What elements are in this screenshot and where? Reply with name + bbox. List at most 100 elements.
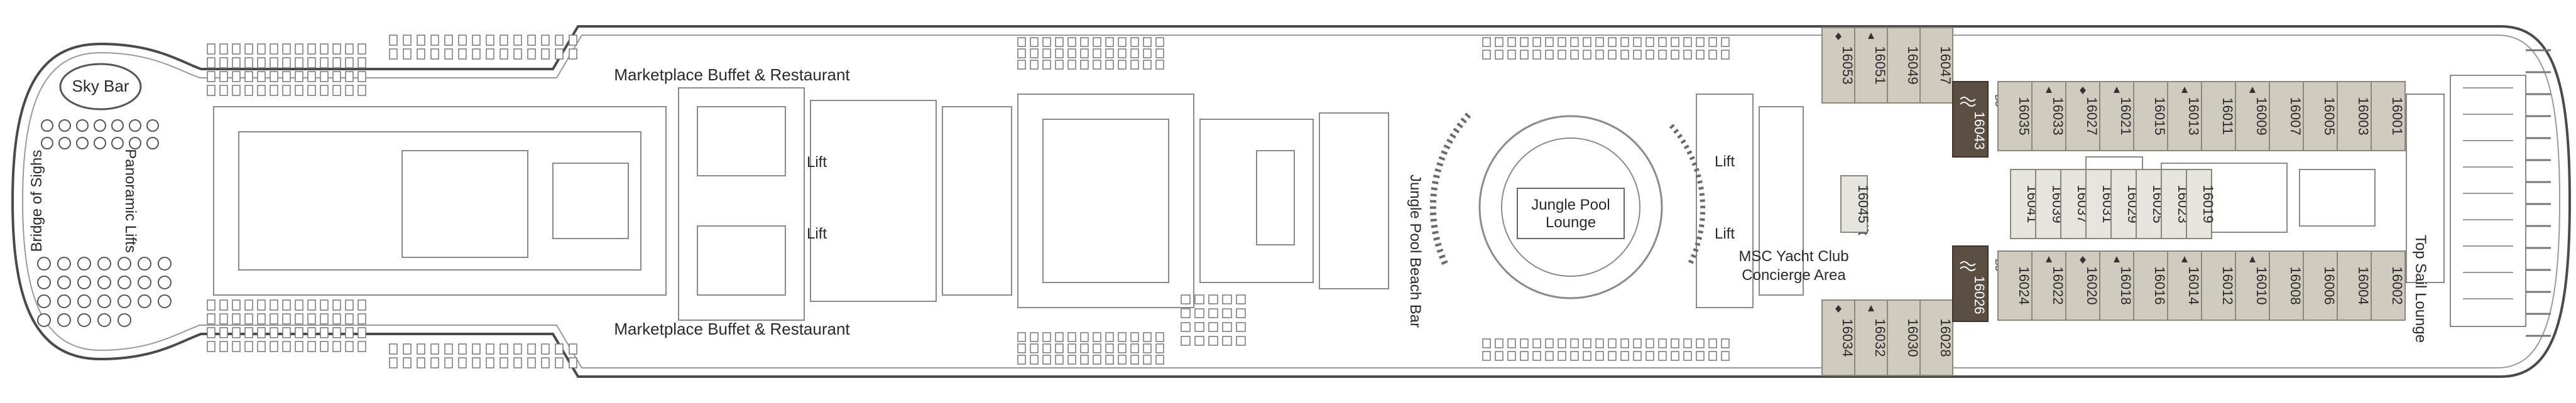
deck-chair: [1080, 48, 1089, 58]
cabin-block[interactable]: 16007: [2269, 81, 2304, 151]
cabin-block[interactable]: 16053: [1821, 27, 1855, 104]
cabin-block[interactable]: 16028: [1919, 299, 1953, 376]
cabin-block[interactable]: 16045: [1840, 175, 1871, 233]
deck-chair: [486, 35, 494, 46]
deck-chair: [232, 43, 241, 55]
cabin-block[interactable]: 16033: [2031, 81, 2066, 151]
deck-chair: [1658, 338, 1667, 348]
deck-chair: [499, 35, 508, 46]
yacht-club-label-1: MSC Yacht Club: [1738, 248, 1848, 265]
cabin-block[interactable]: 16020: [2065, 250, 2100, 321]
deck-chair: [541, 48, 550, 60]
cabin-block[interactable]: 16049: [1887, 27, 1921, 104]
deck-chair: [1194, 308, 1204, 318]
cabin-block[interactable]: 16008: [2269, 250, 2304, 321]
deck-chair: [1155, 355, 1164, 365]
deck-chair: [1507, 351, 1516, 361]
deck-chair: [1696, 37, 1705, 47]
deck-chair: [541, 357, 550, 368]
deck-chair: [1520, 37, 1529, 47]
cabin-block[interactable]: 16027: [2065, 81, 2100, 151]
table-marker: [97, 313, 111, 327]
deck-chair: [282, 327, 291, 338]
cabin-block[interactable]: 16051: [1854, 27, 1888, 104]
cabin-block[interactable]: 16035: [1997, 81, 2033, 151]
deck-chair: [1030, 355, 1039, 365]
deck-chair: [257, 43, 266, 55]
deck-chair: [417, 357, 425, 368]
deck-chair: [1105, 343, 1114, 353]
cabin-number: 16047: [1938, 46, 1953, 84]
deck-chair: [1030, 60, 1039, 70]
table-marker: [117, 313, 131, 327]
deck-chair: [282, 57, 291, 68]
cabin-shape: [2303, 250, 2338, 321]
deck-chair: [332, 57, 341, 68]
deck-chair: [1608, 37, 1617, 47]
deck-chair: [1558, 50, 1566, 60]
deck-chair: [357, 327, 366, 338]
diamond-icon: [1835, 33, 1842, 40]
table-marker: [94, 119, 106, 132]
cabin-block[interactable]: 16006: [2303, 250, 2338, 321]
cabin-number: 16005: [2322, 97, 2337, 135]
cabin-block[interactable]: 16034: [1821, 299, 1855, 376]
deck-chair: [1118, 343, 1127, 353]
cabin-block[interactable]: 16011: [2201, 81, 2236, 151]
cabin-block[interactable]: 16002: [2371, 250, 2406, 321]
cabin-block[interactable]: 16013: [2167, 81, 2202, 151]
cabin-number: 16022: [2050, 266, 2066, 304]
deck-chair: [1671, 351, 1679, 361]
cabin-block[interactable]: 16016: [2133, 250, 2168, 321]
table-marker: [57, 294, 71, 308]
suite-cabin[interactable]: 16043B3: [1952, 81, 2004, 158]
cabin-block[interactable]: 16009: [2235, 81, 2270, 151]
cabin-block[interactable]: 16014: [2167, 250, 2202, 321]
cabin-block[interactable]: 16003: [2337, 81, 2372, 151]
deck-chair: [207, 299, 216, 311]
deck-chair: [555, 357, 564, 368]
deck-chair: [513, 343, 522, 355]
deck-chair: [1093, 355, 1101, 365]
cabin-block[interactable]: 16005: [2303, 81, 2338, 151]
structure-line: [697, 106, 786, 176]
cabin-block[interactable]: 16021: [2099, 81, 2134, 151]
triangle-icon: [2114, 256, 2120, 262]
deck-chair: [1017, 343, 1026, 353]
cabin-block[interactable]: 16015: [2133, 81, 2168, 151]
deck-chair: [1143, 343, 1152, 353]
cabin-shape: [1854, 27, 1888, 104]
deck-chair: [1143, 355, 1152, 365]
deck-chair: [282, 43, 291, 55]
deck-chair: [1080, 343, 1089, 353]
cabin-block[interactable]: 16022: [2031, 250, 2066, 321]
cabin-block[interactable]: 16001: [2371, 81, 2406, 151]
deck-chair: [307, 341, 316, 352]
deck-chair: [332, 341, 341, 352]
cabin-block[interactable]: 16004: [2337, 250, 2372, 321]
cabin-block[interactable]: 16019: [2186, 169, 2216, 239]
lift-label-4: Lift: [1715, 225, 1735, 242]
deck-chair: [1645, 338, 1654, 348]
cabin-block[interactable]: 16030: [1887, 299, 1921, 376]
cabin-block[interactable]: 16039: [2035, 169, 2065, 239]
deck-chair: [499, 357, 508, 368]
deck-chair: [1118, 60, 1127, 70]
deck-chair: [1130, 37, 1139, 47]
deck-chair: [295, 71, 303, 82]
cabin-block[interactable]: 16037: [2060, 169, 2090, 239]
cabin-block[interactable]: 16032: [1854, 299, 1888, 376]
deck-chair: [207, 85, 216, 96]
cabin-block[interactable]: 16018: [2099, 250, 2134, 321]
cabin-shape: [2133, 81, 2168, 151]
cabin-block[interactable]: 16047: [1919, 27, 1953, 104]
deck-chair: [1708, 37, 1717, 47]
cabin-block[interactable]: 16012: [2201, 250, 2236, 321]
cabin-block[interactable]: 16010: [2235, 250, 2270, 321]
deck-chair: [1155, 37, 1164, 47]
cabin-block[interactable]: 16024: [1997, 250, 2033, 321]
deck-chair: [458, 48, 467, 60]
structure-line: [810, 100, 937, 302]
suite-cabin[interactable]: 16026B3: [1952, 245, 2004, 322]
deck-chair: [527, 35, 536, 46]
